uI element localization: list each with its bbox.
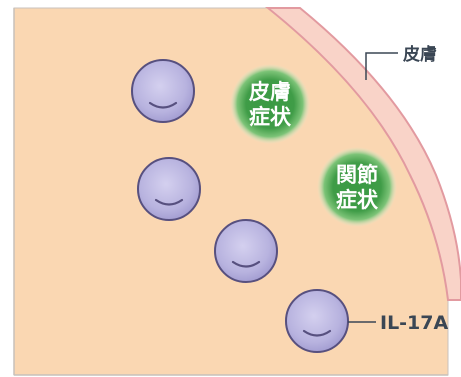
skin-callout-line [365, 52, 398, 80]
cell [285, 289, 349, 353]
badge-skin-line2: 症状 [249, 105, 292, 129]
joint-symptom-badge: 関節 症状 [317, 147, 397, 227]
il17a-label: IL-17A [380, 312, 449, 334]
skin-layer [265, 7, 461, 301]
cell [137, 157, 201, 221]
badge-joint-line1: 関節 [336, 163, 378, 187]
badge-skin-line1: 皮膚 [249, 80, 291, 104]
badge-joint-line2: 症状 [336, 188, 379, 212]
skin-label: 皮膚 [403, 44, 437, 65]
cell [214, 219, 278, 283]
skin-symptom-badge: 皮膚 症状 [230, 64, 310, 144]
cell [131, 59, 195, 123]
